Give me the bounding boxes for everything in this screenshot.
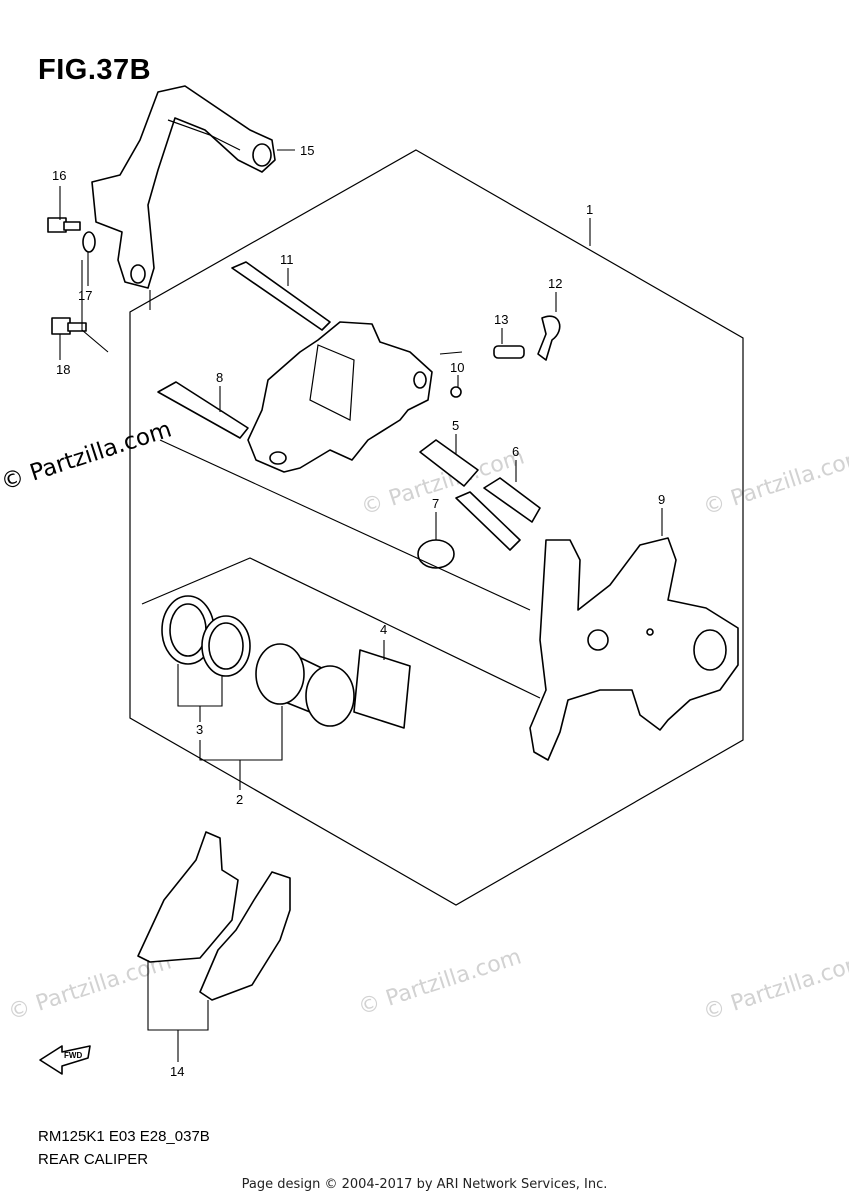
pin-8 xyxy=(157,381,249,439)
callout-15: 15 xyxy=(300,143,314,158)
callout-4: 4 xyxy=(380,622,387,637)
bracket-hole xyxy=(693,629,727,671)
callout-3: 3 xyxy=(196,722,203,737)
callout-2: 2 xyxy=(236,792,243,807)
brake-pad-14b xyxy=(199,871,291,1001)
callout-6: 6 xyxy=(512,444,519,459)
boot-7 xyxy=(417,539,455,569)
callout-12: 12 xyxy=(548,276,562,291)
callout-13: 13 xyxy=(494,312,508,327)
assembly-boundary xyxy=(129,149,744,906)
brake-pad-14a xyxy=(137,831,239,963)
caliper-face xyxy=(309,344,355,421)
fwd-arrow-icon xyxy=(39,1045,91,1075)
pin-5 xyxy=(419,439,479,487)
fwd-label: FWD xyxy=(64,1051,82,1060)
callout-1: 1 xyxy=(586,202,593,217)
seal-group-outline xyxy=(141,557,541,699)
callout-9: 9 xyxy=(658,492,665,507)
bolt-16-shank xyxy=(63,221,81,231)
leader-lines xyxy=(59,149,663,1062)
piston-2-face xyxy=(255,643,305,705)
callout-18: 18 xyxy=(56,362,70,377)
cap-12 xyxy=(537,315,561,361)
callout-8: 8 xyxy=(216,370,223,385)
shim-4 xyxy=(353,649,411,729)
callout-17: 17 xyxy=(78,288,92,303)
bracket-hole xyxy=(646,628,654,636)
callout-14: 14 xyxy=(170,1064,184,1079)
bleeder-13 xyxy=(493,345,525,359)
bracket-hole xyxy=(130,264,146,284)
callout-5: 5 xyxy=(452,418,459,433)
washer-17 xyxy=(82,231,96,253)
bracket-hole xyxy=(252,143,272,167)
seal-3a-inner xyxy=(169,603,207,657)
pin-11 xyxy=(231,261,331,331)
figure-code: RM125K1 E03 E28_037B xyxy=(38,1128,210,1145)
seal-3b-inner xyxy=(208,622,244,670)
piston-2-back xyxy=(305,665,355,727)
caliper-bracket-9 xyxy=(529,537,739,761)
figure-title: FIG.37B xyxy=(38,54,152,86)
bracket-15 xyxy=(91,85,276,289)
caliper-body xyxy=(247,321,433,473)
callout-labels: 1 2 3 4 5 6 7 8 9 10 11 12 13 14 15 16 1… xyxy=(52,143,665,1079)
spring-clip xyxy=(455,491,521,551)
caliper-port xyxy=(413,371,427,389)
caliper-port xyxy=(269,451,287,465)
callout-16: 16 xyxy=(52,168,66,183)
bracket-rib xyxy=(167,119,241,151)
pin-6 xyxy=(483,477,541,523)
footer-credit: Page design © 2004-2017 by ARI Network S… xyxy=(241,1177,608,1192)
ring-10 xyxy=(450,386,462,398)
callout-10: 10 xyxy=(450,360,464,375)
callout-11: 11 xyxy=(280,252,294,267)
figure-name: REAR CALIPER xyxy=(38,1151,149,1168)
bracket-hole xyxy=(587,629,609,651)
bolt-18-shank xyxy=(67,322,87,332)
callout-7: 7 xyxy=(432,496,439,511)
